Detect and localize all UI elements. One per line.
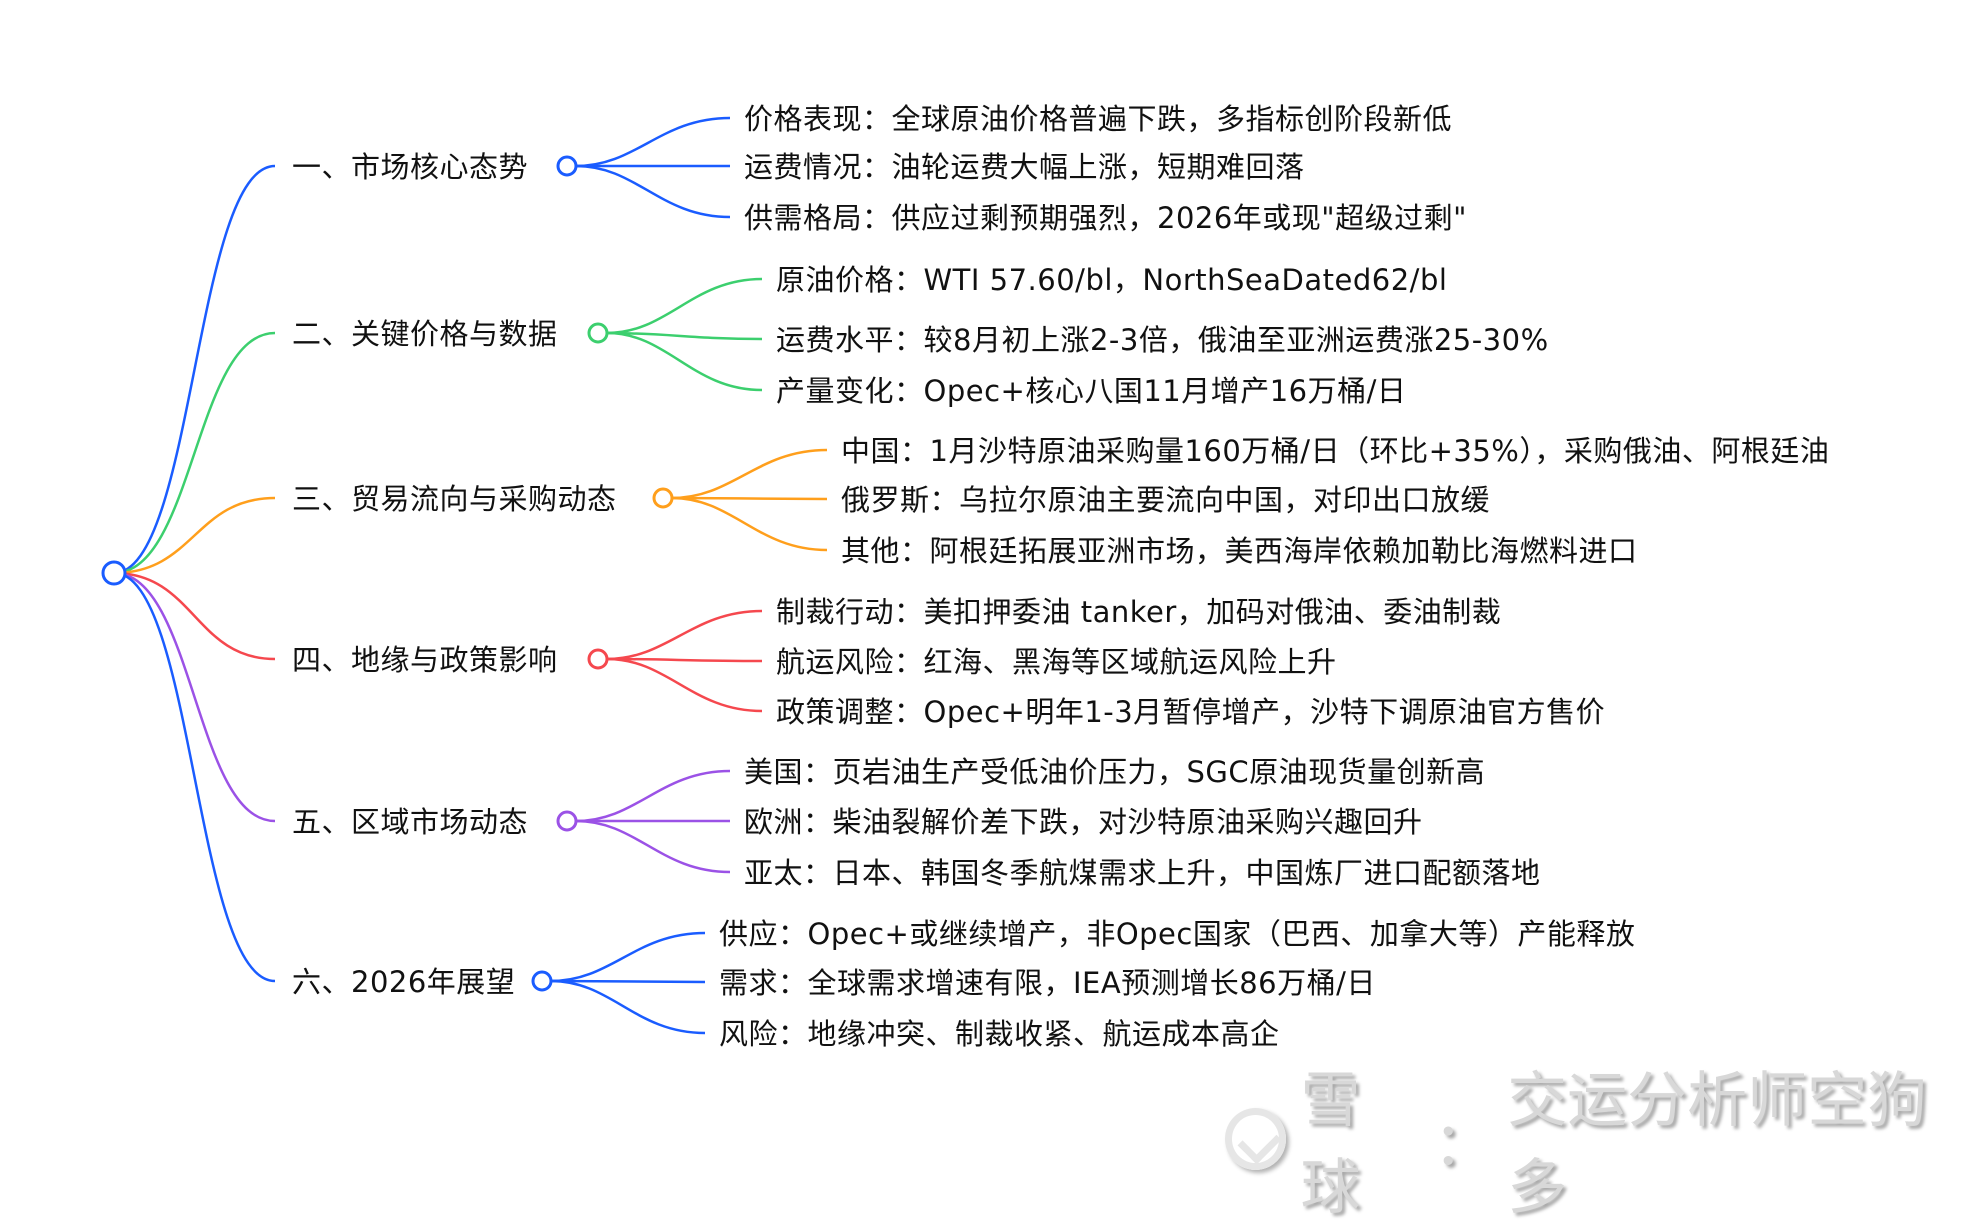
branch-node-circle[interactable] <box>556 155 578 177</box>
branch-node-circle[interactable] <box>587 322 609 344</box>
leaf-connector <box>575 164 731 219</box>
branch-label[interactable]: 一、市场核心态势 <box>292 150 529 185</box>
watermark-separator: ： <box>1433 1109 1494 1180</box>
branch-node-circle[interactable] <box>531 970 553 992</box>
leaf-connector <box>671 496 828 552</box>
leaf-connector <box>671 448 828 500</box>
leaf-label[interactable]: 产量变化：Opec+核心八国11月增产16万桶/日 <box>776 374 1407 409</box>
leaf-label[interactable]: 其他：阿根廷拓展亚洲市场，美西海岸依赖加勒比海燃料进口 <box>841 534 1638 569</box>
branch-connector <box>113 496 276 575</box>
leaf-label[interactable]: 欧洲：柴油裂解价差下跌，对沙特原油采购兴趣回升 <box>744 805 1423 840</box>
leaf-connector <box>606 277 763 335</box>
leaf-connector <box>671 496 828 501</box>
leaf-connector <box>575 116 731 168</box>
leaf-label[interactable]: 政策调整：Opec+明年1-3月暂停增产，沙特下调原油官方售价 <box>776 695 1606 730</box>
branch-label[interactable]: 三、贸易流向与采购动态 <box>292 482 617 517</box>
leaf-label[interactable]: 航运风险：红海、黑海等区域航运风险上升 <box>776 645 1337 680</box>
branch-label[interactable]: 六、2026年展望 <box>292 965 516 1000</box>
leaf-label[interactable]: 风险：地缘冲突、制裁收紧、航运成本高企 <box>719 1017 1280 1052</box>
leaf-connector <box>606 657 763 713</box>
leaf-label[interactable]: 供需格局：供应过剩预期强烈，2026年或现"超级过剩" <box>744 201 1467 236</box>
branch-label[interactable]: 四、地缘与政策影响 <box>292 643 558 678</box>
leaf-label[interactable]: 俄罗斯：乌拉尔原油主要流向中国，对印出口放缓 <box>841 483 1491 518</box>
leaf-connector <box>550 931 706 983</box>
leaf-label[interactable]: 亚太：日本、韩国冬季航煤需求上升，中国炼厂进口配额落地 <box>744 856 1541 891</box>
watermark-author: 交运分析师空狗多 <box>1507 1066 1928 1223</box>
branch-connector <box>113 571 276 661</box>
branch-connector <box>113 164 276 575</box>
branch-node-circle[interactable] <box>587 648 609 670</box>
leaf-connector <box>575 819 731 874</box>
branch-connector <box>113 571 276 823</box>
leaf-label[interactable]: 价格表现：全球原油价格普遍下跌，多指标创阶段新低 <box>744 102 1453 137</box>
watermark: 雪球 ： 交运分析师空狗多 <box>1225 1052 1982 1226</box>
xueqiu-logo-icon <box>1225 1108 1287 1170</box>
branch-label[interactable]: 二、关键价格与数据 <box>292 317 558 352</box>
leaf-connector <box>606 609 763 661</box>
leaf-connector <box>606 331 763 392</box>
leaf-label[interactable]: 中国：1月沙特原油采购量160万桶/日（环比+35%），采购俄油、阿根廷油 <box>841 434 1830 469</box>
leaf-connector <box>606 331 763 341</box>
leaf-label[interactable]: 美国：页岩油生产受低油价压力，SGC原油现货量创新高 <box>744 755 1486 790</box>
leaf-label[interactable]: 原油价格：WTI 57.60/bl，NorthSeaDated62/bl <box>776 263 1448 298</box>
leaf-connector <box>550 979 706 984</box>
leaf-label[interactable]: 制裁行动：美扣押委油 tanker，加码对俄油、委油制裁 <box>776 595 1502 630</box>
leaf-connector <box>575 769 731 823</box>
root-node-circle[interactable] <box>101 560 127 586</box>
watermark-brand: 雪球 <box>1300 1066 1361 1223</box>
branch-label[interactable]: 五、区域市场动态 <box>292 805 529 840</box>
branch-node-circle[interactable] <box>556 810 578 832</box>
mindmap-connectors <box>101 116 828 1035</box>
leaf-connector <box>606 657 763 663</box>
branch-connector <box>113 331 276 575</box>
leaf-label[interactable]: 运费水平：较8月初上涨2-3倍，俄油至亚洲运费涨25-30% <box>776 323 1549 358</box>
leaf-label[interactable]: 运费情况：油轮运费大幅上涨，短期难回落 <box>744 150 1305 185</box>
leaf-label[interactable]: 需求：全球需求增速有限，IEA预测增长86万桶/日 <box>719 966 1376 1001</box>
leaf-connector <box>550 979 706 1035</box>
branch-connector <box>113 571 276 983</box>
branch-node-circle[interactable] <box>652 487 674 509</box>
leaf-label[interactable]: 供应：Opec+或继续增产，非Opec国家（巴西、加拿大等）产能释放 <box>719 917 1636 952</box>
